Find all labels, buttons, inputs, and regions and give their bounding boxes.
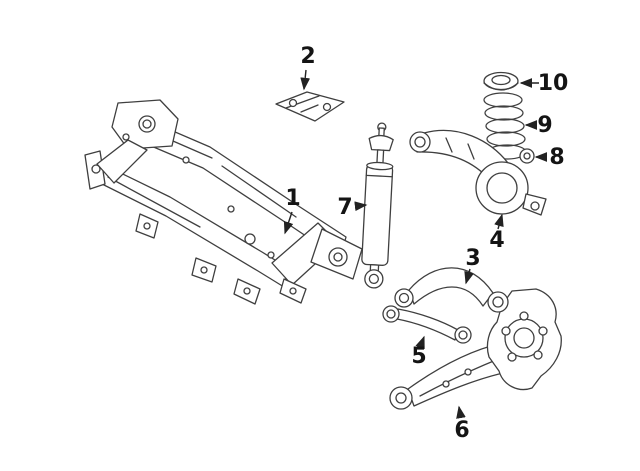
callout-4-label: 4: [489, 228, 504, 253]
callout-4-leader: [494, 213, 504, 230]
callout-5-label: 5: [411, 344, 426, 369]
callout-7: 7: [337, 195, 368, 220]
trailing-arm-knuckle-part: [389, 288, 562, 410]
callout-7-leader: [354, 201, 368, 212]
callouts-layer: 1 2 3 4 5 6 7 8: [283, 44, 569, 443]
callout-3: 3: [464, 246, 481, 285]
callout-6: 6: [454, 405, 470, 443]
upper-control-arm-part: [394, 267, 509, 313]
subframe-part: [84, 99, 363, 305]
callout-8: 8: [534, 145, 565, 170]
callout-2-label: 2: [300, 44, 315, 69]
callout-6-leader: [456, 405, 466, 419]
callout-9: 9: [524, 113, 553, 138]
callout-5-leader: [415, 335, 425, 350]
callout-1-leader: [283, 211, 294, 235]
callout-8-label: 8: [549, 145, 564, 170]
lower-arm-part: [409, 129, 547, 216]
callout-3-leader: [464, 268, 474, 285]
shock-absorber-part: [361, 122, 394, 289]
callout-3-label: 3: [465, 246, 480, 271]
callout-7-label: 7: [337, 195, 352, 220]
lateral-link-part: [382, 305, 472, 344]
callout-1: 1: [283, 186, 301, 235]
spring-seat-ring-part: [519, 148, 535, 164]
callout-1-label: 1: [285, 186, 300, 211]
callout-5: 5: [411, 335, 427, 369]
bracket-part: [275, 91, 345, 122]
callout-4: 4: [489, 213, 505, 253]
callout-2: 2: [300, 44, 316, 91]
illustration-layer: [84, 71, 562, 410]
callout-9-label: 9: [537, 113, 552, 138]
callout-10: 10: [519, 71, 569, 96]
callout-6-label: 6: [454, 418, 469, 443]
spring-cap-part: [483, 71, 519, 91]
callout-2-leader: [300, 69, 311, 91]
callout-10-label: 10: [538, 71, 569, 96]
